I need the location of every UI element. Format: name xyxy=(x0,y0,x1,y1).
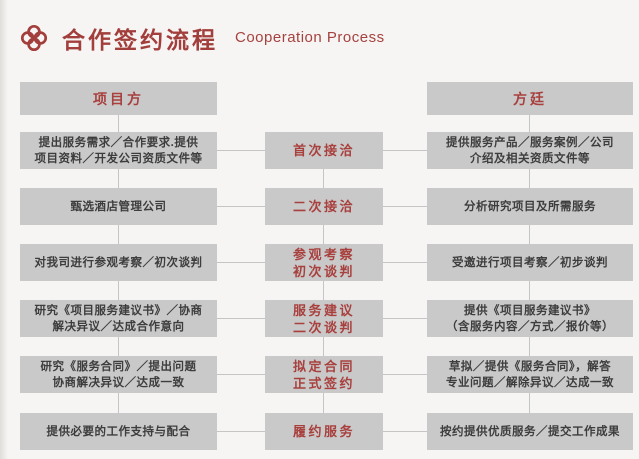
page-subtitle: Cooperation Process xyxy=(235,29,385,46)
connector-hline xyxy=(217,262,265,263)
flow-box-left-4: 研究《项目服务建议书》／协商 解决异议／达成合作意向 xyxy=(20,300,217,337)
connector-hline xyxy=(217,374,265,375)
flow-box-right-3: 受邀进行项目考察／初步谈判 xyxy=(427,244,633,281)
flow-box-right-4: 提供《项目服务建议书》 （含服务内容／方式／报价等） xyxy=(427,300,633,337)
connector-hline xyxy=(217,150,265,151)
connector-hline xyxy=(217,318,265,319)
flow-box-left-6: 提供必要的工作支持与配合 xyxy=(20,413,217,450)
connector-hline xyxy=(217,431,265,432)
flow-step-5: 拟定合同 正式签约 xyxy=(265,356,383,393)
flow-box-left-5: 研究《服务合同》／提出问题 协商解决异议／达成一致 xyxy=(20,356,217,393)
flow-step-4: 服务建议 二次谈判 xyxy=(265,300,383,337)
connector-hline xyxy=(383,206,427,207)
flow-box-right-2: 分析研究项目及所需服务 xyxy=(427,188,633,225)
connector-hline xyxy=(217,206,265,207)
connector-vline-middle-column xyxy=(323,150,324,430)
flow-step-1: 首次接洽 xyxy=(265,132,383,169)
column-header-company: 方廷 xyxy=(427,82,633,115)
flow-box-right-6: 按约提供优质服务／提交工作成果 xyxy=(427,413,633,450)
flow-step-3: 参观考察 初次谈判 xyxy=(265,244,383,281)
flow-box-right-5: 草拟／提供《服务合同》，解答 专业问题／解除异议／达成一致 xyxy=(427,356,633,393)
column-header-project-party: 项目方 xyxy=(20,82,217,115)
page-title: 合作签约流程 xyxy=(62,27,218,53)
chinese-knot-icon xyxy=(20,24,48,52)
flow-step-2: 二次接洽 xyxy=(265,188,383,225)
connector-hline xyxy=(383,374,427,375)
connector-hline xyxy=(383,431,427,432)
flow-box-left-3: 对我司进行参观考察／初次谈判 xyxy=(20,244,217,281)
flow-box-left-2: 甄选酒店管理公司 xyxy=(20,188,217,225)
page-header: 合作签约流程 Cooperation Process xyxy=(0,0,639,72)
flow-box-right-1: 提供服务产品／服务案例／公司 介绍及相关资质文件等 xyxy=(427,132,633,169)
connector-hline xyxy=(383,150,427,151)
flow-box-left-1: 提出服务需求／合作要求.提供 项目资料／开发公司资质文件等 xyxy=(20,132,217,169)
flow-step-6: 履约服务 xyxy=(265,413,383,450)
connector-hline xyxy=(383,318,427,319)
connector-hline xyxy=(383,262,427,263)
